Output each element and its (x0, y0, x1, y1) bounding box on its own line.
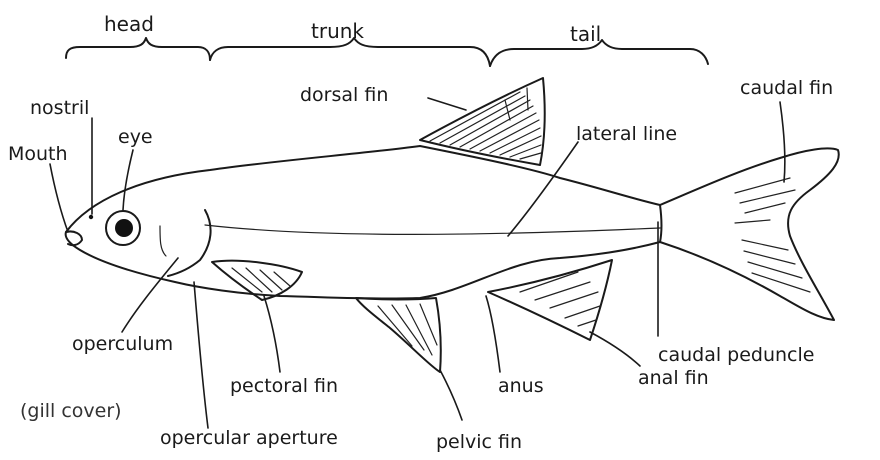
region-label-head: head (104, 12, 154, 36)
head-brace (66, 38, 210, 60)
region-label-tail: tail (570, 22, 601, 46)
lateral-line (205, 225, 660, 234)
mouth-shape (66, 231, 82, 245)
label-anus: anus (498, 375, 544, 397)
fish-body (66, 146, 662, 299)
eye-pupil (115, 219, 133, 237)
label-mouth: Mouth (8, 143, 68, 165)
label-lateral-line: lateral line (576, 123, 677, 145)
leader-caudal-fin (780, 102, 785, 182)
anal-fin (488, 260, 612, 340)
leader-anus (486, 296, 500, 372)
nostril-dot (89, 215, 93, 219)
region-braces (66, 38, 708, 66)
leader-pelvic-fin (440, 370, 462, 420)
caudal-fin (660, 148, 839, 320)
label-pectoral-fin: pectoral fin (230, 375, 338, 397)
label-dorsal-fin: dorsal fin (300, 84, 388, 106)
leader-anal-fin (590, 332, 640, 366)
operculum-edge (168, 210, 211, 276)
label-operculum: operculum (72, 333, 173, 355)
label-pelvic-fin: pelvic fin (436, 431, 522, 453)
label-opercular-aperture: opercular aperture (160, 427, 338, 449)
leader-pectoral-fin (264, 296, 280, 372)
region-label-trunk: trunk (311, 19, 364, 43)
leader-lateral-line (508, 142, 578, 236)
leader-eye (123, 150, 133, 210)
leader-operculum (122, 258, 178, 332)
label-anal-fin: anal fin (638, 367, 709, 389)
label-eye: eye (118, 126, 153, 148)
pelvic-fin (356, 298, 441, 372)
label-caudal-fin: caudal fin (740, 77, 833, 99)
label-caudal-peduncle: caudal peduncle (658, 344, 814, 366)
label-gill-cover: (gill cover) (20, 400, 122, 422)
dorsal-fin (420, 78, 545, 165)
leader-opercular-aperture (194, 282, 208, 428)
label-nostril: nostril (30, 97, 89, 119)
leader-mouth (50, 164, 68, 232)
leader-dorsal-fin (428, 98, 466, 110)
gill-slit (160, 226, 166, 256)
